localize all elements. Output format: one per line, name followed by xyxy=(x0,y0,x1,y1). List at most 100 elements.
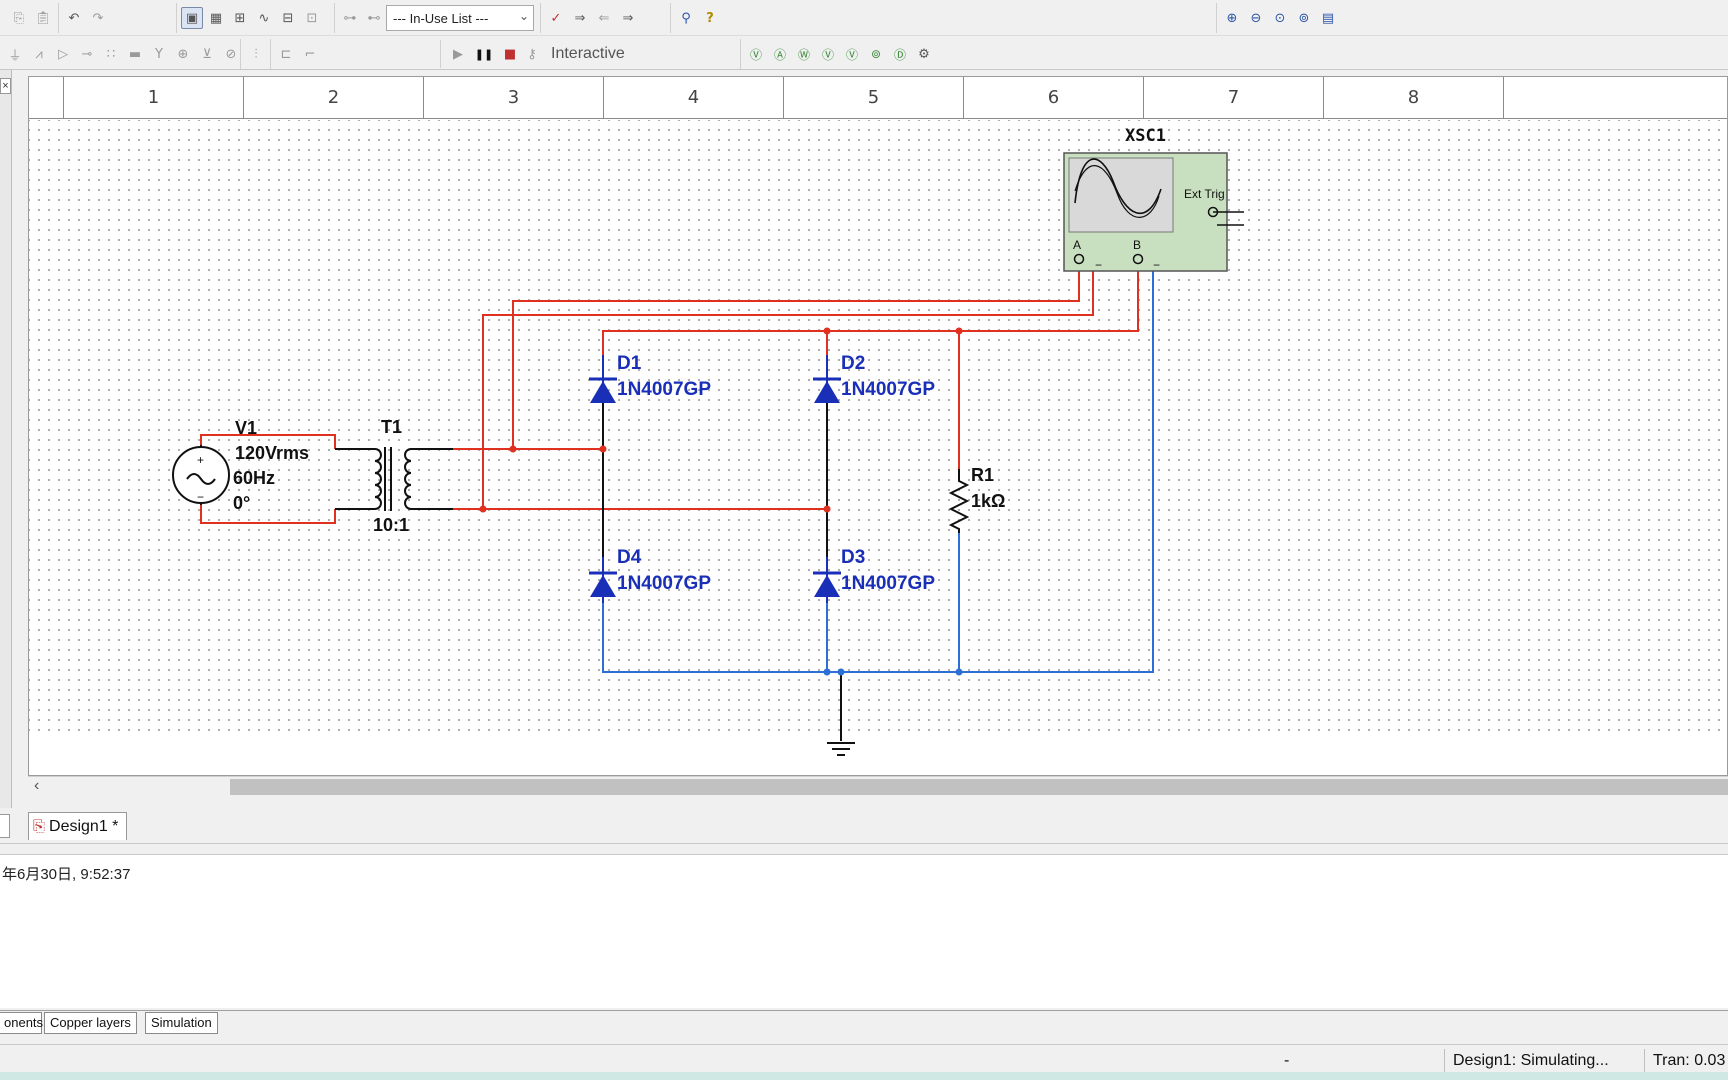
ac-source-v1[interactable]: + − V1 120Vrms 60Hz 0° xyxy=(172,418,309,513)
zoom-area-icon[interactable]: ⊙ xyxy=(1274,10,1286,26)
design-toolbox-icon[interactable]: ▣ xyxy=(181,7,203,29)
tab-stub xyxy=(0,814,10,838)
circuit-schematic: + − V1 120Vrms 60Hz 0° T1 10:1 xyxy=(172,126,1244,756)
diode-d2[interactable]: D2 1N4007GP xyxy=(813,353,935,403)
minus-sign: − xyxy=(197,490,204,504)
hier-block-group: ⊏ ⌐ xyxy=(270,39,325,69)
d2-ref-label: D2 xyxy=(841,353,865,374)
close-icon[interactable]: × xyxy=(0,78,11,94)
channel-a-plus-terminal[interactable] xyxy=(1073,253,1085,265)
ground-icon[interactable] xyxy=(827,742,855,756)
misc-icon[interactable]: ∷ xyxy=(106,46,116,62)
find-icon[interactable]: ⚲ xyxy=(681,10,691,26)
spreadsheet-output-pane: 年6月30日, 9:52:37 xyxy=(0,854,1728,1008)
connector-line-icon[interactable]: ⌐ xyxy=(304,46,316,62)
red-wires xyxy=(200,257,1139,524)
undo-icon[interactable]: ↶ xyxy=(68,10,80,26)
undo-group: ↶ ↷ xyxy=(58,3,113,33)
database-manager-icon[interactable]: ⊞ xyxy=(234,10,246,26)
interactive-mode-label[interactable]: Interactive xyxy=(551,45,625,62)
connector-icon[interactable]: ⊕ xyxy=(177,46,189,62)
resistor-r1[interactable]: R1 1kΩ xyxy=(948,465,1005,533)
horizontal-scrollbar[interactable]: ‹ xyxy=(28,776,1728,796)
tab-design1[interactable]: ⎘ Design1 * xyxy=(28,812,128,840)
ruler-column: 2 xyxy=(243,77,423,119)
design-tab-strip: ⎘ Design1 * xyxy=(0,808,1728,844)
bus-icon[interactable]: ⫶ xyxy=(254,46,258,62)
differential-probe-icon[interactable]: Ⓥ xyxy=(821,47,834,62)
probe-settings-icon[interactable]: ⚙ xyxy=(918,46,930,62)
tab-simulation[interactable]: Simulation xyxy=(145,1012,218,1034)
in-use-list-dropdown[interactable]: --- In-Use List --- ⌄ xyxy=(386,5,534,31)
indicator-icon[interactable]: ▬ xyxy=(128,46,142,62)
erc-group: ✓ ⇒ ⇐ ⇒ xyxy=(540,3,643,33)
component-wizard-icon[interactable]: ⊡ xyxy=(306,10,318,26)
scrollbar-thumb[interactable] xyxy=(230,779,1728,795)
stop-icon[interactable]: ■ xyxy=(503,46,517,62)
chevron-down-icon: ⌄ xyxy=(518,9,529,23)
diode-d3[interactable]: D3 1N4007GP xyxy=(813,547,935,603)
v1-voltage-label: 120Vrms xyxy=(235,443,309,463)
blue-junctions xyxy=(823,668,963,676)
grapher-icon[interactable]: ∿ xyxy=(258,10,270,26)
hier-block-icon[interactable]: ⊏ xyxy=(280,46,292,62)
digital-probe-icon[interactable]: Ⓓ xyxy=(893,47,906,62)
scroll-left-icon[interactable]: ‹ xyxy=(34,777,40,794)
tab-components[interactable]: onents xyxy=(0,1012,43,1034)
zoom-in-icon[interactable]: ⊕ xyxy=(1226,10,1238,26)
wire-v1-top[interactable] xyxy=(200,434,336,449)
sine-wave-icon xyxy=(1074,158,1162,215)
pause-icon[interactable]: ❚❚ xyxy=(474,47,494,61)
replace-icon[interactable]: ⊷ xyxy=(367,10,381,26)
oscilloscope-xsc1[interactable]: XSC1 Ext Trig A B − − xyxy=(1063,126,1244,272)
tab-copper-layers[interactable]: Copper layers xyxy=(44,1012,137,1034)
basic-icon[interactable]: ⩘ xyxy=(35,46,43,62)
transistor-icon[interactable]: ⊸ xyxy=(81,46,93,62)
wire-v1-bottom[interactable] xyxy=(200,505,336,524)
va-probe-icon[interactable]: Ⓥ xyxy=(845,47,858,62)
electromech-icon[interactable]: ⊻ xyxy=(202,46,212,62)
transformer-t1[interactable]: T1 10:1 xyxy=(373,417,412,535)
taskbar-edge xyxy=(0,1072,1728,1080)
hierarchy-group: ⊶ ⊷ xyxy=(334,3,389,33)
wire-scope-a-plus[interactable] xyxy=(512,257,1080,449)
diode-icon[interactable]: ▷ xyxy=(58,46,68,62)
clipboard-group: ⎘ 📋︎ xyxy=(4,3,58,33)
forward-annotate-icon[interactable]: ⇒ xyxy=(622,10,634,26)
wire-scope-a-minus[interactable] xyxy=(482,257,1094,509)
junction xyxy=(837,668,845,676)
back-annotate-icon[interactable]: ⇐ xyxy=(598,10,610,26)
t1-ratio-label: 10:1 xyxy=(373,515,409,535)
antenna-icon[interactable]: Y xyxy=(155,46,163,62)
zoom-out-icon[interactable]: ⊖ xyxy=(1250,10,1262,26)
redo-icon[interactable]: ↷ xyxy=(92,10,104,26)
schematic-workspace[interactable]: 1 2 3 4 5 6 7 8 xyxy=(28,76,1728,776)
spreadsheet-icon[interactable]: ▦ xyxy=(209,10,223,26)
wire-negative-rail[interactable] xyxy=(602,257,1154,673)
erc-check-icon[interactable]: ✓ xyxy=(550,10,562,26)
channel-b-plus-terminal[interactable] xyxy=(1132,253,1144,265)
wire-positive-rail[interactable] xyxy=(602,257,1139,355)
power-icon[interactable]: ⊘ xyxy=(225,46,237,62)
power-probe-icon[interactable]: Ⓦ xyxy=(797,47,810,62)
v1-ref-label: V1 xyxy=(235,418,257,438)
voltage-probe-icon[interactable]: Ⓥ xyxy=(749,47,762,62)
diode-d1[interactable]: D1 1N4007GP xyxy=(589,353,711,403)
full-screen-icon[interactable]: ▤ xyxy=(1321,10,1335,26)
postprocessor-icon[interactable]: ⊟ xyxy=(282,10,294,26)
hierarchy-icon[interactable]: ⊶ xyxy=(343,10,357,26)
paste-icon[interactable]: 📋︎ xyxy=(34,10,52,26)
diode-d4[interactable]: D4 1N4007GP xyxy=(589,547,711,603)
ac-source-icon xyxy=(172,446,230,504)
junction xyxy=(823,327,831,335)
zoom-fit-icon[interactable]: ⊚ xyxy=(1298,10,1310,26)
current-probe-icon[interactable]: Ⓐ xyxy=(773,47,786,62)
run-icon[interactable]: ▶ xyxy=(453,46,463,62)
transfer-icon[interactable]: ⇒ xyxy=(574,10,586,26)
zoom-group: ⊕ ⊖ ⊙ ⊚ ▤ xyxy=(1216,3,1343,33)
blue-wires xyxy=(602,257,1154,673)
reference-probe-icon[interactable]: ⊚ xyxy=(870,47,882,61)
copy-icon[interactable]: ⎘ xyxy=(13,10,25,26)
source-icon[interactable]: ⏚ xyxy=(8,48,22,64)
help-icon[interactable]: ? xyxy=(706,10,714,26)
